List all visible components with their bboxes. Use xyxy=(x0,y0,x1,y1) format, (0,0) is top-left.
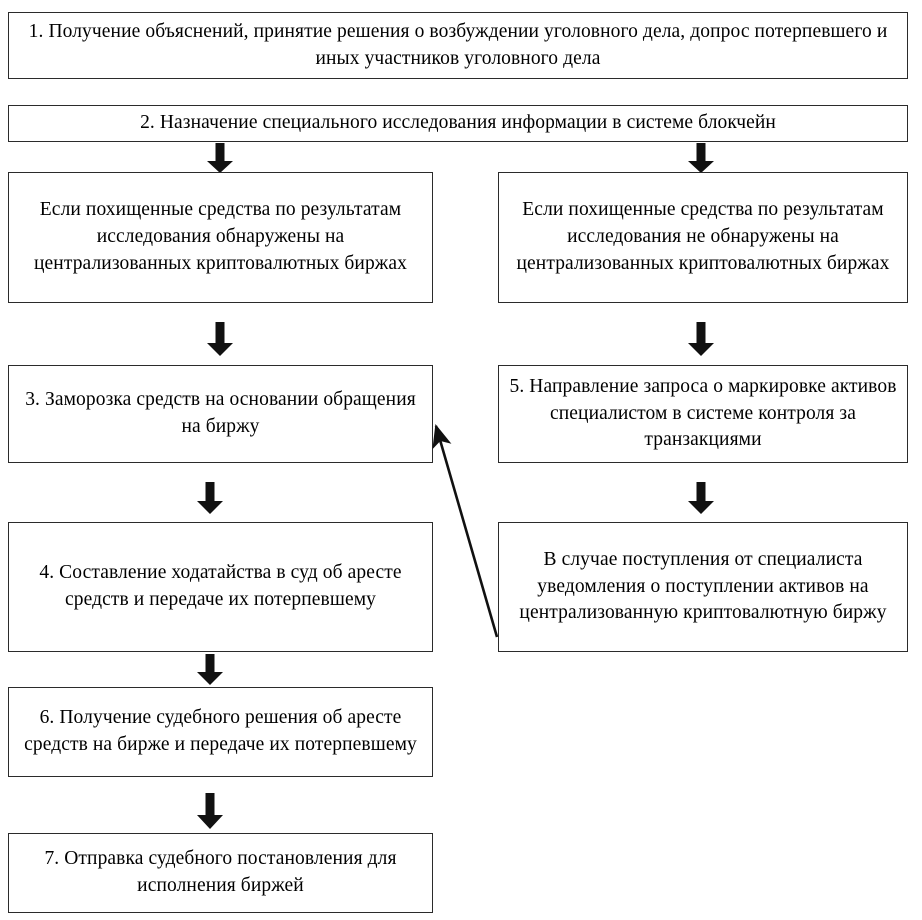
arrow-step6-to-step7 xyxy=(197,793,223,829)
arrow-step2-to-condition-not-found xyxy=(688,143,714,173)
node-condition-funds-found-label: Если похищенные средства по результатам … xyxy=(34,199,407,274)
node-step-4-label: 4. Составление ходатайства в суд об арес… xyxy=(39,562,402,610)
node-step-7-label: 7. Отправка судебного постановления для … xyxy=(44,848,397,896)
node-step-5: 5. Направление запроса о маркировке акти… xyxy=(498,365,908,463)
node-step-1-label: 1. Получение объяснений, принятие решени… xyxy=(28,20,888,69)
node-specialist-notice: В случае поступления от специалиста увед… xyxy=(498,522,908,652)
arrow-step4-to-step6 xyxy=(197,654,223,685)
arrow-step3-to-step4 xyxy=(197,482,223,514)
node-specialist-notice-label: В случае поступления от специалиста увед… xyxy=(519,548,887,624)
node-condition-funds-not-found: Если похищенные средства по результатам … xyxy=(498,172,908,303)
arrow-step2-to-condition-found xyxy=(207,143,233,173)
node-step-1: 1. Получение объяснений, принятие решени… xyxy=(8,12,908,79)
node-step-6: 6. Получение судебного решения об аресте… xyxy=(8,687,433,777)
arrow-condition-found-to-step3 xyxy=(207,322,233,356)
node-step-7: 7. Отправка судебного постановления для … xyxy=(8,833,433,913)
node-condition-funds-not-found-label: Если похищенные средства по результатам … xyxy=(516,199,890,274)
node-step-3-label: 3. Заморозка средств на основании обраще… xyxy=(25,389,416,437)
node-step-2: 2. Назначение специального исследования … xyxy=(8,105,908,142)
node-condition-funds-found: Если похищенные средства по результатам … xyxy=(8,172,433,303)
node-step-6-label: 6. Получение судебного решения об аресте… xyxy=(24,707,417,755)
node-step-2-label: 2. Назначение специального исследования … xyxy=(140,112,776,134)
arrow-condition-not-found-to-step5 xyxy=(688,322,714,356)
arrow-step5-to-notice xyxy=(688,482,714,514)
node-step-4: 4. Составление ходатайства в суд об арес… xyxy=(8,522,433,652)
node-step-5-label: 5. Направление запроса о маркировке акти… xyxy=(509,375,897,451)
node-step-3: 3. Заморозка средств на основании обраще… xyxy=(8,365,433,463)
